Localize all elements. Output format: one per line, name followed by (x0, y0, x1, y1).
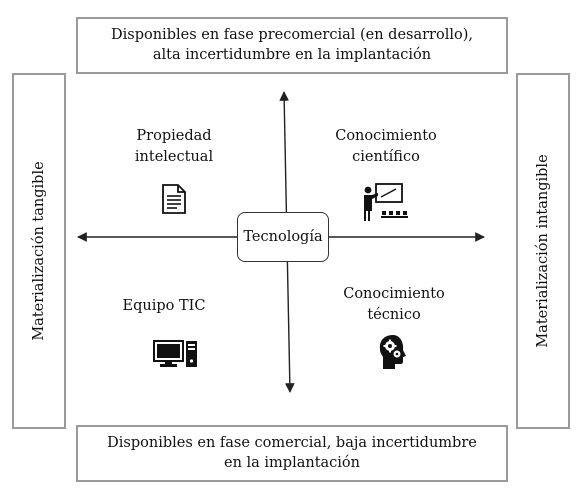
quadrant-top-right-line1: Conocimiento (335, 128, 437, 144)
top-box-line2: alta incertidumbre en la implantación (152, 47, 432, 63)
top-box: Disponibles en fase precomercial (en des… (76, 17, 508, 74)
quadrant-bottom-right-line1: Conocimiento (343, 286, 445, 302)
left-box: Materialización tangible (12, 73, 66, 429)
quadrant-bottom-left: Equipo TIC (108, 296, 220, 317)
bottom-box-line2: en la implantación (223, 455, 360, 471)
computer-icon (153, 340, 197, 367)
top-box-text: Disponibles en fase precomercial (en des… (78, 25, 506, 65)
quadrant-bottom-right-line2: técnico (367, 307, 421, 323)
document-icon (162, 184, 186, 214)
quadrant-top-left-line1: Propiedad (136, 128, 212, 144)
quadrant-top-left: Propiedad intelectual (120, 126, 228, 168)
center-label: Tecnología (243, 229, 323, 245)
left-box-label: Materialización tangible (31, 161, 47, 341)
top-box-line1: Disponibles en fase precomercial (en des… (111, 27, 473, 43)
quadrant-top-right: Conocimiento científico (318, 126, 454, 168)
right-box-label: Materialización intangible (535, 154, 551, 348)
right-box: Materialización intangible (516, 73, 570, 429)
bottom-box: Disponibles en fase comercial, baja ince… (76, 425, 508, 482)
bottom-box-text: Disponibles en fase comercial, baja ince… (78, 433, 506, 473)
head-gears-icon (379, 335, 406, 369)
quadrant-top-left-line2: intelectual (134, 149, 214, 165)
quadrant-bottom-right: Conocimiento técnico (326, 284, 462, 326)
center-node: Tecnología (237, 212, 329, 262)
lecture-presentation-icon (364, 183, 408, 221)
quadrant-top-right-line2: científico (352, 149, 420, 165)
bottom-box-line1: Disponibles en fase comercial, baja ince… (107, 435, 477, 451)
quadrant-bottom-left-line1: Equipo TIC (122, 298, 206, 314)
